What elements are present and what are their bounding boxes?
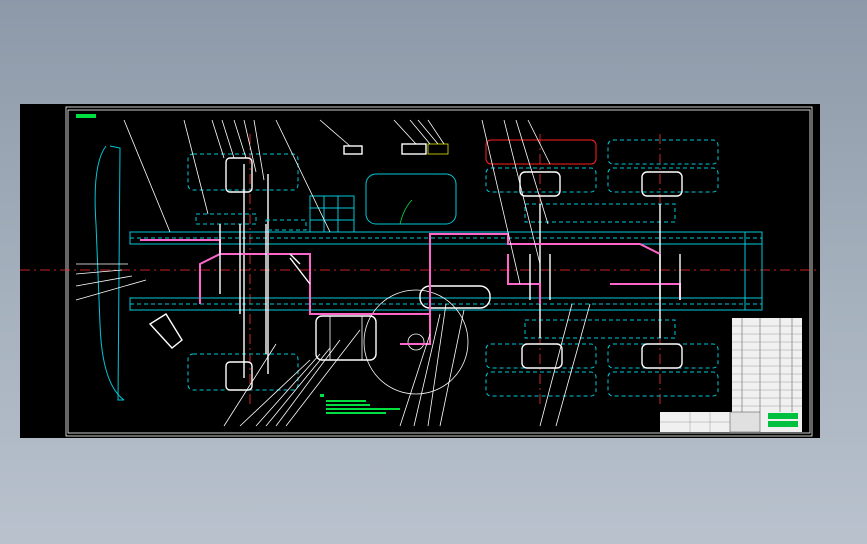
brake-line-middle-axle — [507, 254, 541, 304]
drawing-inner-frame — [67, 109, 811, 434]
brake-line-reservoir — [400, 314, 431, 345]
cad-drawing-viewport[interactable] — [20, 104, 820, 438]
leader-lines-bottom — [223, 303, 591, 427]
fuel-filler-neck — [399, 199, 413, 225]
rear-crossmember — [744, 231, 763, 311]
front-brake-drum-right — [225, 361, 253, 391]
front-wheel-right — [187, 353, 299, 391]
air-reservoir-secondary — [315, 315, 377, 361]
rear-wheels-right — [607, 343, 719, 397]
air-reservoir-main — [419, 285, 491, 309]
middle-wheels-left — [485, 139, 597, 197]
brake-chambers-rear — [529, 254, 681, 300]
propeller-shaft-front — [195, 213, 257, 225]
brake-line-main — [140, 233, 661, 315]
brake-system-layout-drawing — [20, 106, 820, 437]
brake-valve-group — [343, 143, 449, 155]
parts-list-table — [732, 318, 802, 412]
rear-wheels-left — [607, 139, 719, 197]
fuel-tank — [365, 173, 457, 225]
drawing-outer-frame — [65, 106, 813, 437]
middle-wheels-right — [485, 343, 597, 397]
cab-wall — [109, 145, 124, 401]
technical-notes — [320, 394, 400, 414]
front-wheel-left — [187, 153, 299, 191]
brake-pedal-valve — [148, 313, 183, 349]
battery-box — [309, 195, 355, 233]
brake-line-front — [199, 253, 221, 304]
brake-hoses-front — [219, 224, 311, 354]
front-brake-drum-left — [225, 157, 253, 193]
gearbox — [265, 219, 307, 231]
leader-lines-left — [75, 263, 147, 301]
leader-lines-top — [123, 119, 551, 285]
drawing-number-tag — [76, 114, 96, 118]
title-block — [660, 411, 802, 433]
spare-wheel — [363, 289, 469, 395]
cab-outline — [94, 145, 125, 401]
spare-wheel-hub — [407, 333, 425, 351]
rear-suspension-springs — [524, 203, 676, 339]
